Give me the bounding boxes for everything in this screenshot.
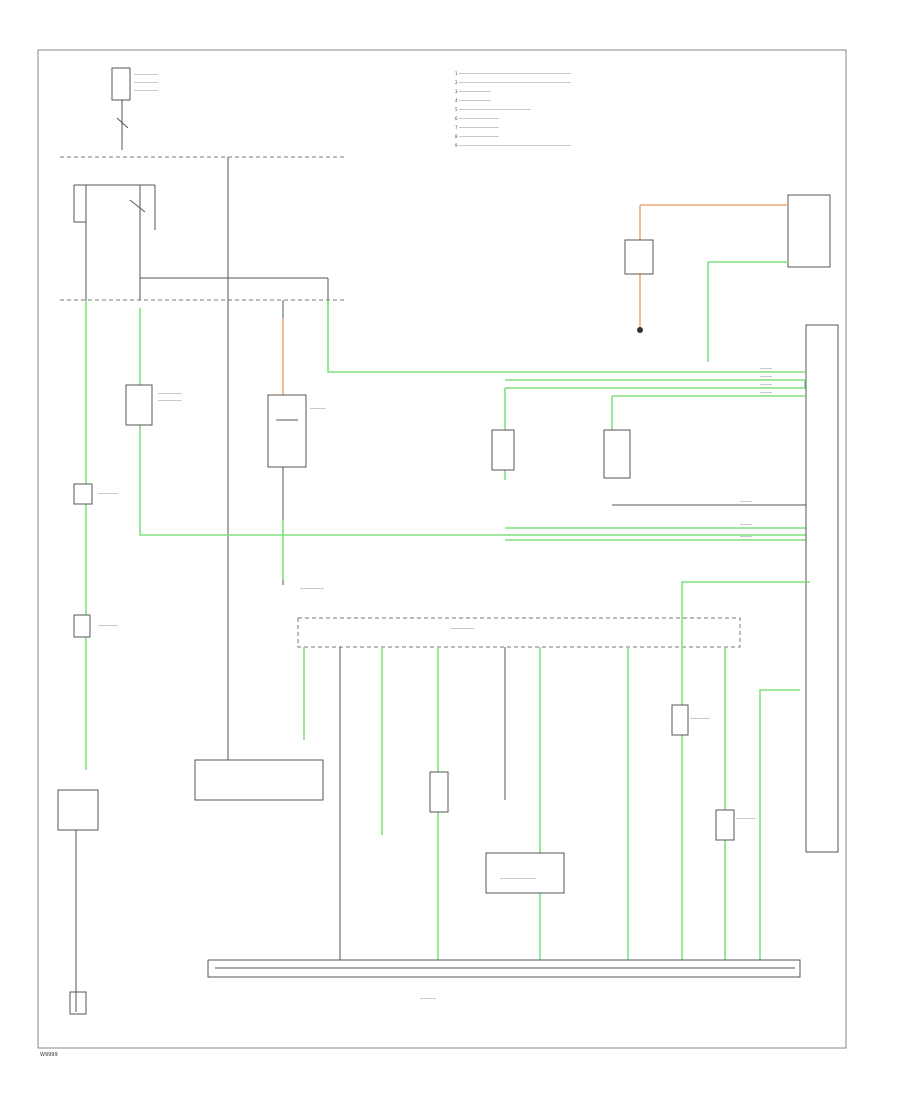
component-left-2 — [73, 614, 91, 638]
relay-top-left: —————— —————— —————— — [111, 67, 158, 150]
svg-text:—————: ————— — [98, 623, 118, 628]
ground-bus — [207, 959, 801, 978]
svg-text:4 ————————: 4 ———————— — [455, 98, 491, 103]
svg-text:———: ——— — [740, 534, 752, 539]
svg-text:———: ——— — [760, 382, 772, 387]
svg-text:——————: —————— — [134, 72, 158, 77]
svg-text:————: ———— — [310, 406, 326, 411]
svg-text:—————: ————— — [690, 716, 710, 721]
svg-text:9 ————————————————————————————: 9 ———————————————————————————— — [455, 143, 571, 148]
svg-text:———: ——— — [740, 522, 752, 527]
svg-text:——————: —————— — [300, 586, 324, 591]
diagram-frame — [37, 49, 847, 1049]
sensor-lower-right-2 — [715, 809, 735, 841]
switch-lower-left — [57, 789, 99, 831]
svg-text:——————: —————— — [134, 80, 158, 85]
switch-left-upper — [125, 384, 153, 426]
connector-lower-center — [485, 852, 565, 894]
svg-text:7 ——————————: 7 —————————— — [455, 125, 499, 130]
relay-lower-left — [194, 759, 324, 801]
svg-text:————: ———— — [420, 996, 436, 1001]
svg-text:3 ————————: 3 ———————— — [455, 89, 491, 94]
svg-text:—————: ————— — [736, 816, 756, 821]
component-labels: ———————————— ————————— ——————————— —————… — [98, 391, 756, 1001]
svg-text:6 ——————————: 6 —————————— — [455, 116, 499, 121]
svg-text:———: ——— — [760, 374, 772, 379]
svg-text:——————: —————— — [450, 626, 474, 631]
component-bottom-left — [69, 991, 87, 1015]
svg-text:—————: ————— — [98, 491, 118, 496]
connector-right — [805, 324, 839, 853]
svg-text:———: ——— — [740, 499, 752, 504]
fuse-bus-lower — [297, 617, 741, 648]
svg-text:——————: —————— — [158, 398, 182, 403]
svg-text:5 ——————————————————: 5 —————————————————— — [455, 107, 531, 112]
sensor-right — [603, 429, 631, 479]
module-lower-center — [429, 771, 449, 813]
green-wire-long — [139, 308, 825, 536]
diagram-stamp: W9999 — [40, 1052, 58, 1058]
svg-text:—————————: ————————— — [500, 876, 536, 881]
svg-text:——————: —————— — [158, 391, 182, 396]
component-top-right — [624, 194, 831, 362]
svg-text:———: ——— — [760, 390, 772, 395]
component-left-1 — [73, 483, 93, 505]
svg-text:8 ——————————: 8 —————————— — [455, 134, 499, 139]
svg-text:2 ————————————————————————————: 2 ———————————————————————————— — [455, 80, 571, 85]
legend-list: 1 ———————————————————————————— 2 ———————… — [455, 71, 571, 148]
svg-text:1 ————————————————————————————: 1 ———————————————————————————— — [455, 71, 571, 76]
switch-center-right — [491, 429, 515, 471]
svg-text:———: ——— — [760, 366, 772, 371]
svg-text:——————: —————— — [134, 88, 158, 93]
sensor-lower-right-1 — [671, 704, 689, 736]
relay-center — [267, 394, 307, 585]
